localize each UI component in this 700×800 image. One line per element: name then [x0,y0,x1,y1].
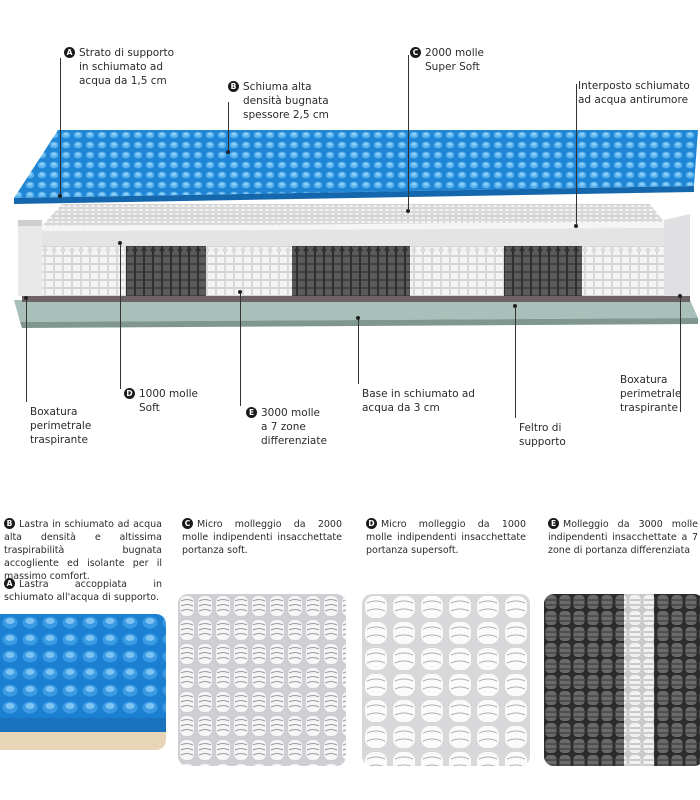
leader-feltro [515,306,516,418]
perimeter-box-right [664,214,690,296]
badge-e: E [246,407,257,418]
leader-interposto [576,84,577,226]
leader-boxatura-right [680,296,681,412]
leader-boxatura-right-dot [678,294,682,298]
leader-base [358,318,359,384]
leader-e [240,292,241,406]
photo-foam-detail [0,614,166,750]
base-foam-layer [14,300,698,328]
legend-badge-c: C [182,518,193,529]
photo-micro-springs-1000 [362,594,530,766]
badge-c: C [410,47,421,58]
leader-b [228,102,229,152]
badge-d: D [124,388,135,399]
legend-badge-a: A [4,578,15,589]
leader-d-dot [118,241,122,245]
callout-base: Base in schiumato ad acqua da 3 cm [362,388,475,414]
callout-interposto: Interposto schiumato ad acqua antirumore [578,80,690,106]
top-foam-layer [14,130,698,204]
legend-badge-b: B [4,518,15,529]
micro-springs-layer [42,204,664,226]
leader-a [60,58,61,196]
legend-badge-e: E [548,518,559,529]
interposed-foam-layer [42,222,664,246]
leader-boxatura-left-dot [24,296,28,300]
leader-e-dot [238,290,242,294]
photo-micro-springs-2000 [178,594,346,766]
photo-springs-3000 [544,594,700,766]
badge-b: B [228,81,239,92]
callout-boxatura-left: Boxatura perimetrale traspirante [30,406,92,446]
leader-interposto-dot [574,224,578,228]
leader-feltro-dot [513,304,517,308]
leader-a-dot [58,194,62,198]
leader-d [120,243,121,389]
badge-a: A [64,47,75,58]
mattress-illustration [14,130,698,328]
leader-b-dot [226,150,230,154]
leader-base-dot [356,316,360,320]
callout-feltro: Feltro di supporto [519,422,566,448]
perimeter-box-left [18,220,42,296]
pocket-springs [42,246,664,296]
legend-badge-d: D [366,518,377,529]
leader-c [408,55,409,211]
leader-c-dot [406,209,410,213]
leader-boxatura-left [26,298,27,402]
callout-boxatura-right: Boxatura perimetrale traspirante [620,374,682,414]
